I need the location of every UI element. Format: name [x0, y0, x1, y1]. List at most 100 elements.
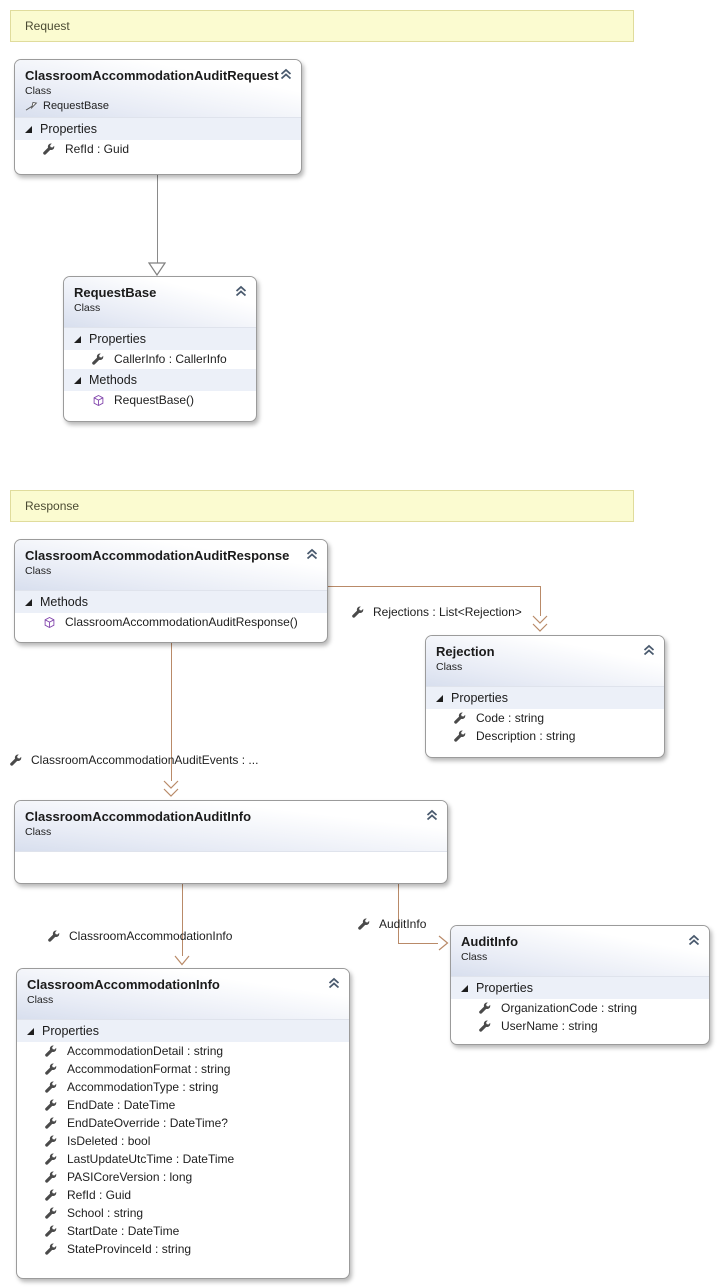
member-row[interactable]: School : string: [17, 1204, 349, 1222]
property-wrench-icon: [45, 1062, 57, 1075]
property-wrench-icon: [45, 1152, 57, 1165]
class-header: AuditInfo Class: [451, 926, 709, 977]
association-connector-rejections[interactable]: [328, 586, 540, 587]
property-wrench-icon: [45, 1080, 57, 1093]
member-row[interactable]: RequestBase(): [64, 391, 256, 410]
member-row[interactable]: AccommodationDetail : string: [17, 1042, 349, 1060]
association-label-events: ClassroomAccommodationAuditEvents : ...: [10, 753, 258, 767]
association-connector-auditinfo-drop[interactable]: [398, 884, 399, 943]
member-row[interactable]: LastUpdateUtcTime : DateTime: [17, 1150, 349, 1168]
section-header-methods[interactable]: Methods: [15, 591, 327, 613]
class-header: ClassroomAccommodationAuditRequest Class…: [15, 60, 301, 118]
property-wrench-icon: [479, 1001, 491, 1014]
member-row[interactable]: EndDate : DateTime: [17, 1096, 349, 1114]
section-header-methods[interactable]: Methods: [64, 369, 256, 391]
member-row[interactable]: UserName : string: [451, 1017, 709, 1035]
member-row[interactable]: RefId : Guid: [17, 1186, 349, 1204]
property-wrench-icon: [45, 1044, 57, 1057]
class-header: ClassroomAccommodationAuditResponse Clas…: [15, 540, 327, 591]
arrowhead-down-icon: [174, 955, 190, 966]
section-header-properties[interactable]: Properties: [15, 118, 301, 140]
member-row[interactable]: IsDeleted : bool: [17, 1132, 349, 1150]
collapse-chevron-icon[interactable]: [642, 643, 656, 657]
expander-triangle-icon[interactable]: [27, 1027, 34, 1035]
property-wrench-icon: [358, 917, 370, 930]
association-label-rejections: Rejections : List<Rejection>: [352, 605, 522, 619]
member-row[interactable]: CallerInfo : CallerInfo: [64, 350, 256, 369]
class-kind: Class: [25, 565, 52, 577]
section-header-properties[interactable]: Properties: [426, 687, 664, 709]
expander-triangle-icon[interactable]: [74, 335, 81, 343]
property-wrench-icon: [454, 711, 466, 724]
property-wrench-icon: [45, 1188, 57, 1201]
section-header-properties[interactable]: Properties: [451, 977, 709, 999]
class-box-rejection[interactable]: Rejection Class Properties Code : string…: [425, 635, 665, 758]
section-header-properties[interactable]: Properties: [64, 328, 256, 350]
class-box-audit-response[interactable]: ClassroomAccommodationAuditResponse Clas…: [14, 539, 328, 643]
expander-triangle-icon[interactable]: [74, 376, 81, 384]
class-title: Rejection: [436, 644, 495, 659]
class-box-audit-info[interactable]: AuditInfo Class Properties OrganizationC…: [450, 925, 710, 1045]
class-header: RequestBase Class: [64, 277, 256, 328]
collapse-chevron-icon[interactable]: [305, 547, 319, 561]
inheritance-connector[interactable]: [157, 175, 158, 263]
expander-triangle-icon[interactable]: [461, 984, 468, 992]
association-label-info: ClassroomAccommodationInfo: [48, 929, 232, 943]
association-connector-info[interactable]: [182, 884, 183, 956]
class-header: ClassroomAccommodationInfo Class: [17, 969, 349, 1020]
member-row[interactable]: OrganizationCode : string: [451, 999, 709, 1017]
base-type-row[interactable]: RequestBase: [25, 100, 291, 112]
expander-triangle-icon[interactable]: [25, 125, 32, 133]
class-title: RequestBase: [74, 285, 157, 300]
member-row[interactable]: AccommodationFormat : string: [17, 1060, 349, 1078]
member-row[interactable]: PASICoreVersion : long: [17, 1168, 349, 1186]
class-header: ClassroomAccommodationAuditInfo Class: [15, 801, 447, 852]
property-wrench-icon: [352, 605, 364, 618]
property-wrench-icon: [45, 1134, 57, 1147]
class-title: AuditInfo: [461, 934, 519, 949]
collapse-chevron-icon[interactable]: [279, 67, 293, 81]
property-wrench-icon: [45, 1170, 57, 1183]
section-header-properties[interactable]: Properties: [17, 1020, 349, 1042]
property-wrench-icon: [479, 1019, 491, 1032]
member-row[interactable]: Code : string: [426, 709, 664, 727]
class-title: ClassroomAccommodationAuditRequest: [25, 68, 279, 83]
collapse-chevron-icon[interactable]: [687, 933, 701, 947]
member-row[interactable]: EndDateOverride : DateTime?: [17, 1114, 349, 1132]
member-row[interactable]: Description : string: [426, 727, 664, 745]
arrowhead-right-icon: [438, 935, 449, 951]
comment-band-request[interactable]: Request: [10, 10, 634, 42]
association-connector-rejections-drop[interactable]: [540, 586, 541, 616]
comment-band-response[interactable]: Response: [10, 490, 634, 522]
association-connector-auditinfo[interactable]: [398, 943, 438, 944]
comment-band-request-label: Request: [25, 19, 70, 33]
class-kind: Class: [27, 994, 54, 1006]
property-wrench-icon: [45, 1206, 57, 1219]
property-wrench-icon: [45, 1098, 57, 1111]
association-connector-events[interactable]: [171, 643, 172, 781]
class-kind: Class: [74, 302, 101, 314]
collapse-chevron-icon[interactable]: [234, 284, 248, 298]
member-row[interactable]: RefId : Guid: [15, 140, 301, 159]
expander-triangle-icon[interactable]: [25, 598, 32, 606]
class-kind: Class: [436, 661, 463, 673]
expander-triangle-icon[interactable]: [436, 694, 443, 702]
class-kind: Class: [25, 826, 52, 838]
class-title: ClassroomAccommodationAuditResponse: [25, 548, 290, 563]
member-row[interactable]: StateProvinceId : string: [17, 1240, 349, 1258]
member-row[interactable]: StartDate : DateTime: [17, 1222, 349, 1240]
class-header: Rejection Class: [426, 636, 664, 687]
class-box-request-base[interactable]: RequestBase Class Properties CallerInfo …: [63, 276, 257, 422]
class-box-audit-info-container[interactable]: ClassroomAccommodationAuditInfo Class: [14, 800, 448, 884]
property-wrench-icon: [10, 753, 22, 766]
member-row[interactable]: AccommodationType : string: [17, 1078, 349, 1096]
class-box-accommodation-info[interactable]: ClassroomAccommodationInfo Class Propert…: [16, 968, 350, 1279]
inheritance-triangle-icon: [148, 262, 166, 276]
member-row[interactable]: ClassroomAccommodationAuditResponse(): [15, 613, 327, 632]
arrowhead-down-icon: [163, 780, 179, 797]
class-box-audit-request[interactable]: ClassroomAccommodationAuditRequest Class…: [14, 59, 302, 175]
collapse-chevron-icon[interactable]: [425, 808, 439, 822]
class-title: ClassroomAccommodationAuditInfo: [25, 809, 252, 824]
collapse-chevron-icon[interactable]: [327, 976, 341, 990]
